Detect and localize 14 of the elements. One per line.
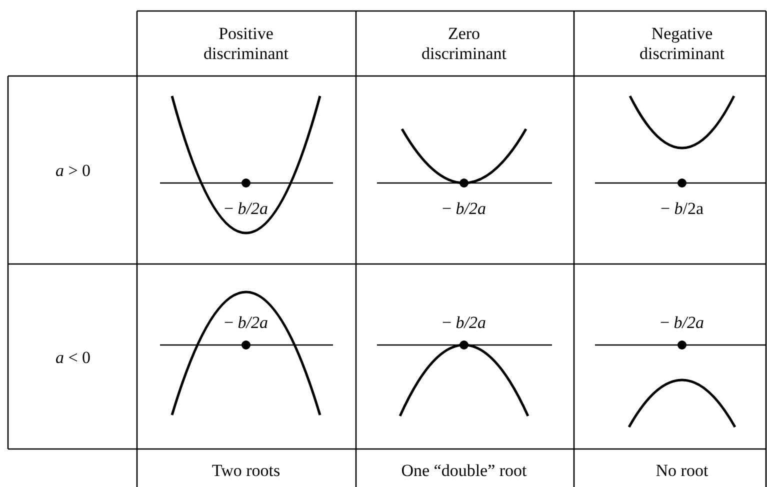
vertex-label: − b/2a — [442, 199, 486, 219]
column-heading: Zero discriminant — [420, 24, 508, 64]
column-footer: No root — [656, 461, 708, 481]
column-heading: Negative discriminant — [638, 24, 726, 64]
vertex-label: − b/2a — [660, 199, 704, 219]
column-footer: Two roots — [212, 461, 280, 481]
vertex-label: − b/2a — [224, 199, 268, 219]
vertex-label: − b/2a — [660, 313, 704, 333]
column-footer: One “double” root — [401, 461, 527, 481]
vertex-label: − b/2a — [224, 313, 268, 333]
vertex-label: − b/2a — [442, 313, 486, 333]
column-heading: Positive discriminant — [202, 24, 290, 64]
row-heading: a < 0 — [55, 348, 91, 368]
row-heading: a > 0 — [55, 161, 91, 181]
